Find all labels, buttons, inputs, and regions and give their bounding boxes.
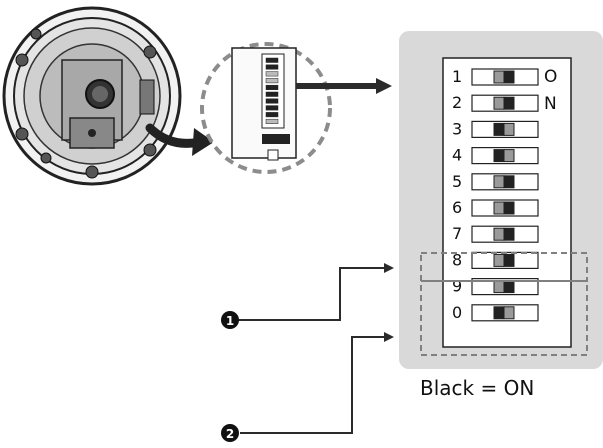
switch-number: 8 <box>452 250 462 269</box>
switch-right-half <box>503 227 515 241</box>
switch-left-half <box>493 280 505 294</box>
switch-number: 7 <box>452 224 462 243</box>
switch-number: 4 <box>452 146 462 165</box>
switch-row-5: 5 <box>452 172 539 191</box>
mini-switch <box>265 84 279 90</box>
switch-row-0: 0 <box>452 303 539 322</box>
switch-number: 1 <box>452 67 462 86</box>
switch-row-3: 3 <box>452 119 539 138</box>
mini-switch <box>265 105 279 111</box>
switch-left-half <box>493 306 505 320</box>
switch-row-4: 4 <box>452 146 539 165</box>
zoom-detail-circle <box>200 42 332 174</box>
mini-switch <box>265 71 279 77</box>
switch-right-half <box>503 201 515 215</box>
callout-1-number: 1 <box>226 314 234 328</box>
switch-number: 3 <box>452 119 462 138</box>
switch-number: 0 <box>452 303 462 322</box>
switch-right-half <box>503 175 515 189</box>
mini-switch <box>265 64 279 70</box>
callout-2: 2 <box>221 332 394 442</box>
switch-right-half <box>503 96 515 110</box>
switch-row-6: 6 <box>452 198 539 217</box>
on-label-letter-n: N <box>544 94 557 114</box>
highlight-box-switch-8 <box>420 252 588 282</box>
legend-black-equals-on: Black = ON <box>420 376 535 400</box>
switch-left-half <box>493 70 505 84</box>
switch-row-7: 7 <box>452 224 539 243</box>
highlight-box-switches-9-0 <box>420 280 588 356</box>
switch-right-half <box>503 149 515 163</box>
switch-row-8: 8 <box>452 250 539 269</box>
mini-switch <box>265 57 279 63</box>
callout-1: 1 <box>221 263 394 329</box>
mini-switch <box>265 112 279 118</box>
switch-right-half <box>503 280 515 294</box>
switch-number: 5 <box>452 172 462 191</box>
switch-number: 9 <box>452 277 462 296</box>
switch-left-half <box>493 149 505 163</box>
switch-left-half <box>493 227 505 241</box>
switch-rows: 1 2 3 4 5 6 7 8 9 0 <box>452 67 539 322</box>
mini-switch <box>265 91 279 97</box>
camera-housing-illustration <box>2 6 182 186</box>
switch-left-half <box>493 122 505 136</box>
switch-right-half <box>503 70 515 84</box>
switch-left-half <box>493 201 505 215</box>
switch-left-half <box>493 175 505 189</box>
switch-number: 2 <box>452 93 462 112</box>
switch-left-half <box>493 253 505 267</box>
switch-left-half <box>493 96 505 110</box>
switch-number: 6 <box>452 198 462 217</box>
switch-right-half <box>503 306 515 320</box>
callout-2-number: 2 <box>226 427 234 441</box>
switch-right-half <box>503 253 515 267</box>
mini-switch <box>265 78 279 84</box>
switch-row-9: 9 <box>452 277 539 296</box>
switch-row-1: 1 <box>452 67 539 86</box>
on-label-letter-o: O <box>544 67 557 87</box>
mini-switch <box>265 118 279 124</box>
mini-switch <box>265 98 279 104</box>
switch-right-half <box>503 122 515 136</box>
switch-row-2: 2 <box>452 93 539 112</box>
